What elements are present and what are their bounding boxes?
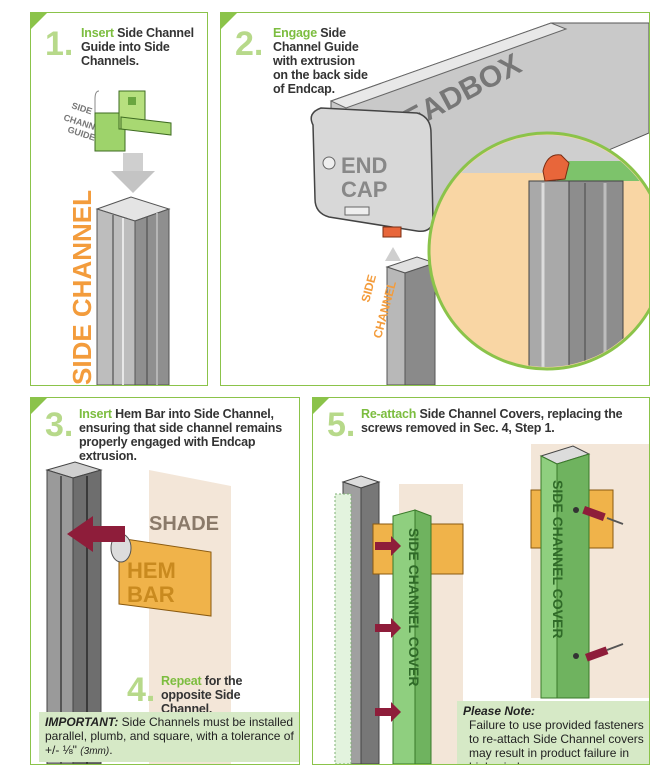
step2-illustration: HEADBOX END CAP SIDE CHANNEL bbox=[310, 22, 649, 385]
small-guide bbox=[382, 226, 402, 238]
step1-body: Side Channel Guide into Side Channels. bbox=[81, 26, 194, 68]
panel-corner bbox=[313, 398, 329, 414]
important-label: IMPORTANT: bbox=[45, 715, 119, 729]
step5-panel: 5. Re-attach Side Channel Covers, replac… bbox=[312, 397, 650, 765]
endcap-label-2: CAP bbox=[341, 177, 387, 202]
insert-arrow bbox=[111, 153, 155, 193]
step2-text: Engage Side Channel Guide with extrusion… bbox=[273, 26, 369, 96]
side-channel-guide bbox=[94, 90, 172, 152]
step1-highlight: Insert bbox=[81, 26, 114, 40]
engage-arrow bbox=[385, 247, 401, 261]
step3-number: 3. bbox=[45, 406, 74, 444]
left-cover-label: SIDE CHANNEL COVER bbox=[406, 528, 422, 686]
hembar-label-2: BAR bbox=[127, 582, 175, 607]
step2-highlight: Engage bbox=[273, 26, 317, 40]
endcap-label-1: END bbox=[341, 153, 387, 178]
step5-illustration: SIDE CHANNEL COVER SIDE CHANNEL COVER bbox=[334, 444, 649, 764]
right-assembly: SIDE CHANNEL COVER bbox=[530, 444, 649, 699]
important-end: . bbox=[109, 743, 113, 757]
panel-corner bbox=[31, 398, 47, 414]
step2-panel: 2. Engage Side Channel Guide with extrus… bbox=[220, 12, 650, 386]
right-cover-label: SIDE CHANNEL COVER bbox=[550, 480, 566, 638]
screw-top bbox=[573, 506, 624, 525]
step1-panel: 1. Insert Side Channel Guide into Side C… bbox=[30, 12, 208, 386]
left-assembly: SIDE CHANNEL COVER bbox=[334, 475, 464, 764]
step2-body: Side Channel Guide with extrusion on the… bbox=[273, 26, 368, 96]
important-note: IMPORTANT: Side Channels must be install… bbox=[39, 712, 299, 762]
shade-fabric bbox=[149, 470, 231, 764]
screw-bottom bbox=[573, 643, 624, 662]
step5-text: Re-attach Side Channel Covers, replacing… bbox=[361, 407, 641, 435]
step3-illustration: SHADE HEM BAR bbox=[45, 461, 231, 764]
step1-number: 1. bbox=[45, 25, 74, 63]
note-text: Failure to use provided fasteners to re-… bbox=[469, 718, 644, 764]
hem-bar: HEM BAR bbox=[110, 533, 212, 617]
step3-panel: 3. Insert Hem Bar into Side Channel, ens… bbox=[30, 397, 300, 765]
step5-body: Side Channel Covers, replacing the screw… bbox=[361, 407, 623, 435]
side-channel-label: SIDE CHANNEL bbox=[67, 190, 97, 385]
shade-label: SHADE bbox=[149, 513, 219, 535]
step4-number: 4. bbox=[127, 671, 156, 709]
step3-text: Insert Hem Bar into Side Channel, ensuri… bbox=[79, 407, 293, 463]
step4-highlight: Repeat bbox=[161, 674, 202, 688]
step3-body: Hem Bar into Side Channel, ensuring that… bbox=[79, 407, 282, 463]
side-channel-extrusion bbox=[95, 196, 171, 385]
side-channel-small bbox=[385, 256, 437, 385]
step4-text: Repeat for the opposite Side Channel. bbox=[161, 674, 293, 716]
step2-number: 2. bbox=[235, 25, 264, 63]
endcap: END CAP bbox=[310, 107, 434, 233]
step5-highlight: Re-attach bbox=[361, 407, 417, 421]
side-label: SIDE bbox=[358, 273, 379, 304]
important-mm: (3mm) bbox=[80, 746, 110, 757]
guide-label-1: SIDE bbox=[70, 100, 93, 116]
panel-corner bbox=[31, 13, 47, 29]
step1-text: Insert Side Channel Guide into Side Chan… bbox=[81, 26, 199, 68]
step1-illustration: SIDE CHANNEL GUIDE SIDE CHANNEL bbox=[62, 90, 172, 385]
step3-highlight: Insert bbox=[79, 407, 112, 421]
important-text: Side Channels must be installed parallel… bbox=[45, 715, 294, 757]
note-label: Please Note: bbox=[463, 704, 536, 718]
step5-number: 5. bbox=[327, 406, 356, 444]
panel-corner bbox=[221, 13, 237, 29]
insert-arrow bbox=[67, 516, 125, 552]
hembar-label-1: HEM bbox=[127, 558, 176, 583]
please-note: Please Note: Failure to use provided fas… bbox=[457, 701, 649, 764]
